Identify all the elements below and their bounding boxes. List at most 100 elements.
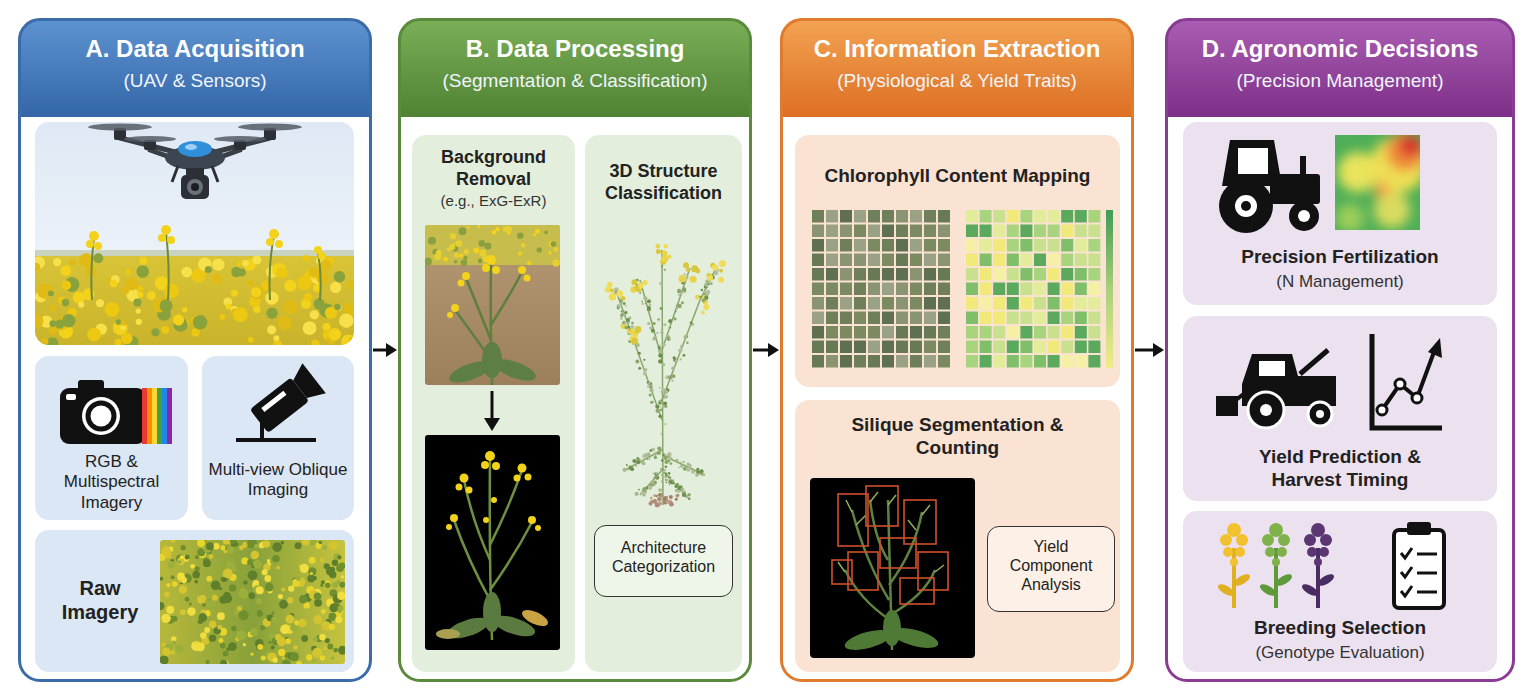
point (661, 469, 663, 471)
heat-cell (1075, 297, 1087, 310)
field-dot (191, 609, 196, 614)
field-dot (166, 616, 174, 624)
flower-dot (190, 316, 200, 326)
field-dot (223, 547, 227, 551)
point (651, 401, 653, 403)
point (627, 332, 630, 335)
heat-cell (993, 312, 1005, 325)
node-title: B. Data Processing (407, 35, 743, 64)
point (649, 382, 652, 385)
flower-point (631, 337, 638, 344)
plot-cell (812, 341, 824, 354)
node-title: Background Removal (419, 147, 569, 190)
point (687, 463, 690, 466)
stem (662, 300, 700, 400)
point (626, 464, 628, 466)
field-dot (204, 627, 210, 633)
point (660, 433, 662, 435)
point (617, 304, 620, 307)
node-title: RGB & Multispectral Imagery (46, 452, 178, 513)
plot-cell (826, 239, 838, 252)
point (665, 465, 668, 468)
heat-cell (1088, 297, 1100, 310)
plot-cell (826, 297, 838, 310)
field-dot (285, 615, 294, 624)
field-dot (265, 583, 274, 592)
point (682, 493, 686, 497)
point (658, 349, 662, 353)
point (682, 287, 686, 291)
field-dot (250, 551, 258, 559)
point (649, 388, 653, 392)
point (661, 470, 663, 472)
heat-cell (1007, 341, 1019, 354)
heat-cell (1007, 268, 1019, 281)
point (671, 380, 673, 382)
field-dot (549, 241, 555, 247)
field-dot (311, 589, 314, 592)
point (664, 269, 667, 272)
point (659, 345, 661, 347)
plot-cell (812, 210, 824, 223)
plot-cell (910, 225, 922, 238)
heat-cell (1034, 326, 1046, 339)
plot-cell (938, 297, 950, 310)
flower-dot (181, 267, 192, 278)
field-dot (160, 655, 169, 664)
field-dot (166, 583, 170, 587)
field-dot (450, 233, 456, 239)
point (716, 268, 720, 272)
field-dot (172, 581, 178, 587)
point (678, 294, 680, 296)
field-dot (178, 576, 184, 582)
field-dot (177, 558, 184, 565)
flower-dot (40, 315, 52, 327)
plot-cell (910, 355, 922, 368)
point (670, 480, 674, 484)
field-dot (443, 257, 448, 262)
field-dot (223, 651, 229, 657)
heat-cell (1048, 297, 1060, 310)
plot-cell (854, 355, 866, 368)
point (660, 493, 662, 495)
flower-dot (62, 299, 70, 307)
heat-cell (1075, 239, 1087, 252)
field-dot (449, 244, 455, 250)
point (678, 489, 680, 491)
plot-cell (812, 312, 824, 325)
point (714, 270, 716, 272)
field-dot (160, 602, 164, 610)
field-dot (200, 540, 206, 544)
stage-panel: D. Agronomic Decisions(Precision Managem… (1165, 18, 1515, 682)
field-dot (227, 546, 235, 554)
flower-dot (191, 328, 199, 336)
point (706, 290, 710, 294)
point (666, 479, 668, 481)
flower-dot (201, 317, 207, 323)
field-dot (231, 540, 238, 547)
point (662, 388, 666, 392)
point (620, 317, 622, 319)
stalks (91, 232, 320, 300)
point (666, 337, 670, 341)
point (644, 453, 648, 457)
point (675, 489, 678, 492)
heat-cell (966, 297, 978, 310)
imagery-box: Raw Imagery (35, 530, 354, 672)
point (700, 472, 703, 475)
heat-cell (1088, 268, 1100, 281)
point (692, 470, 694, 472)
heat-cell (1034, 268, 1046, 281)
point (683, 491, 686, 494)
point (655, 409, 659, 413)
plot-cell (938, 239, 950, 252)
field-dot (168, 561, 175, 568)
field-dot (283, 569, 288, 574)
heat-cell (966, 254, 978, 267)
field-dot (313, 637, 318, 642)
decision-box: Yield Prediction & Harvest Timing (1183, 316, 1497, 501)
field-dot (256, 645, 262, 651)
plot-cell (882, 355, 894, 368)
flower-dot (193, 315, 208, 330)
decision-box: Precision Fertilization(N Management) (1183, 122, 1497, 305)
